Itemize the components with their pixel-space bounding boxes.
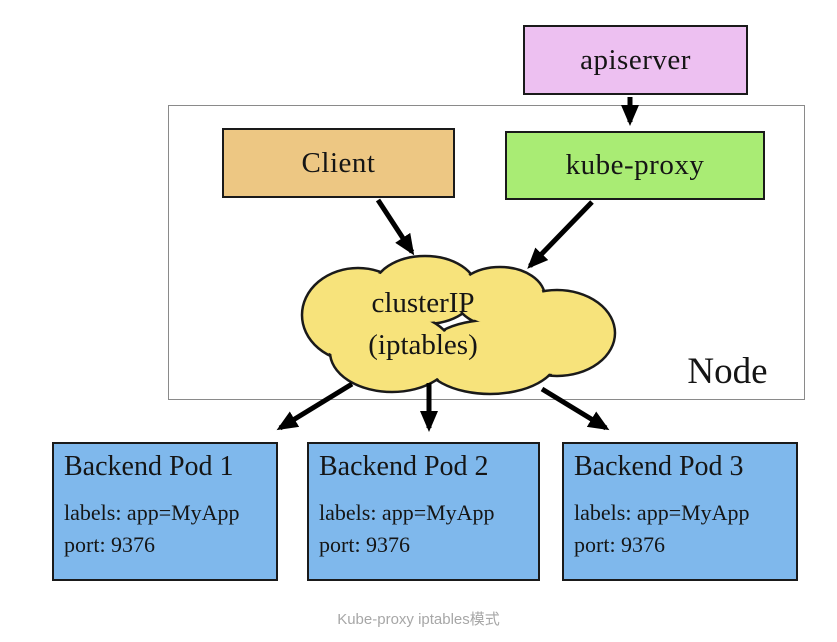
cluster-ip-label-line2: (iptables): [368, 329, 478, 361]
figure-caption: Kube-proxy iptables模式: [337, 611, 500, 628]
apiserver-label: apiserver: [580, 43, 691, 76]
backend-pod-2-box: Backend Pod 2 labels: app=MyApp port: 93…: [307, 442, 540, 581]
backend-pod-3-box: Backend Pod 3 labels: app=MyApp port: 93…: [562, 442, 798, 581]
pod-2-labels: labels: app=MyApp: [319, 500, 495, 525]
apiserver-box: apiserver: [523, 25, 748, 95]
pod-3-labels: labels: app=MyApp: [574, 500, 750, 525]
arrow-client-to-cluster-ip: [375, 198, 415, 256]
kube-proxy-label: kube-proxy: [565, 149, 705, 181]
arrow-kube-proxy-to-cluster-ip: [527, 200, 594, 269]
kube-proxy-box: kube-proxy: [505, 131, 765, 200]
pod-3-title: Backend Pod 3: [574, 451, 744, 482]
client-box: Client: [222, 128, 455, 198]
client-label: Client: [301, 146, 376, 179]
arrow-cluster-ip-to-pod-3: [540, 386, 610, 431]
pod-3-port: port: 9376: [574, 532, 666, 557]
pod-1-labels: labels: app=MyApp: [64, 500, 240, 525]
backend-pod-1-box: Backend Pod 1 labels: app=MyApp port: 93…: [52, 442, 278, 581]
node-label: Node: [687, 351, 768, 392]
pod-2-port: port: 9376: [319, 532, 411, 557]
cluster-ip-cloud-fill: [304, 258, 613, 392]
pod-1-port: port: 9376: [64, 532, 156, 557]
cluster-ip-label-line1: clusterIP: [371, 287, 475, 319]
pod-2-title: Backend Pod 2: [319, 451, 489, 482]
arrow-cluster-ip-to-pod-1: [276, 381, 354, 431]
pod-1-title: Backend Pod 1: [64, 451, 234, 482]
